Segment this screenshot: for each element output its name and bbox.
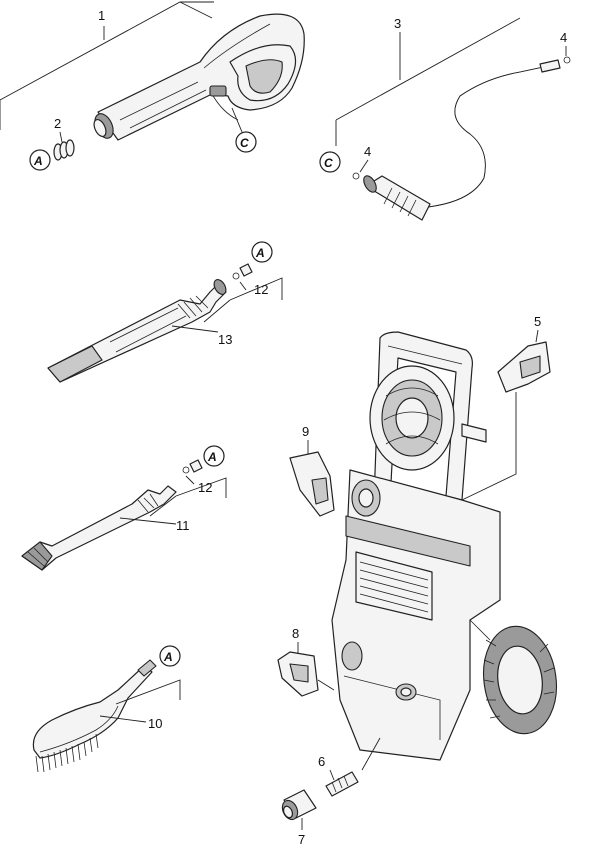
holder-9-part <box>289 451 335 517</box>
spray-lance-11-part <box>21 485 177 571</box>
pressure-washer-body <box>331 331 557 761</box>
part-label-9: 9 <box>302 424 309 439</box>
spray-lance-13-part <box>47 279 227 383</box>
part-label-4-top: 4 <box>560 30 567 45</box>
trigger-gun-part <box>93 13 305 141</box>
svg-text:C: C <box>324 156 333 170</box>
part-label-7: 7 <box>298 832 305 847</box>
leader-line-1 <box>0 1 214 130</box>
part-label-5: 5 <box>534 314 541 329</box>
svg-text:A: A <box>207 450 217 464</box>
part-label-6: 6 <box>318 754 325 769</box>
part-label-10: 10 <box>148 716 162 731</box>
filter-6-part <box>325 771 359 797</box>
connector-a-marker: A <box>251 241 273 263</box>
svg-text:C: C <box>240 136 249 150</box>
part-label-12-top: 12 <box>254 282 268 297</box>
part-label-13: 13 <box>218 332 232 347</box>
wash-brush-part <box>32 659 157 773</box>
svg-text:A: A <box>255 246 265 260</box>
coupling-7-part <box>281 789 317 821</box>
svg-text:A: A <box>33 154 43 168</box>
connector-c-marker: C <box>319 151 341 173</box>
spring-part <box>53 139 75 161</box>
connector-a-marker: A <box>203 445 225 467</box>
hose-part <box>363 59 561 221</box>
svg-text:A: A <box>163 650 173 664</box>
part-label-1: 1 <box>98 8 105 23</box>
part-label-4-bottom: 4 <box>364 144 371 159</box>
part-label-8: 8 <box>292 626 299 641</box>
leader-line-2 <box>59 131 63 143</box>
part-label-2: 2 <box>54 116 61 131</box>
connector-a-marker: A <box>29 149 51 171</box>
connector-a-marker: A <box>159 645 181 667</box>
holder-5-part <box>497 341 551 393</box>
part-label-3: 3 <box>394 16 401 31</box>
part-label-11: 11 <box>176 518 190 533</box>
connector-c-marker: C <box>235 131 257 153</box>
holder-8-part <box>277 651 319 697</box>
leader-line-3 <box>335 17 521 146</box>
